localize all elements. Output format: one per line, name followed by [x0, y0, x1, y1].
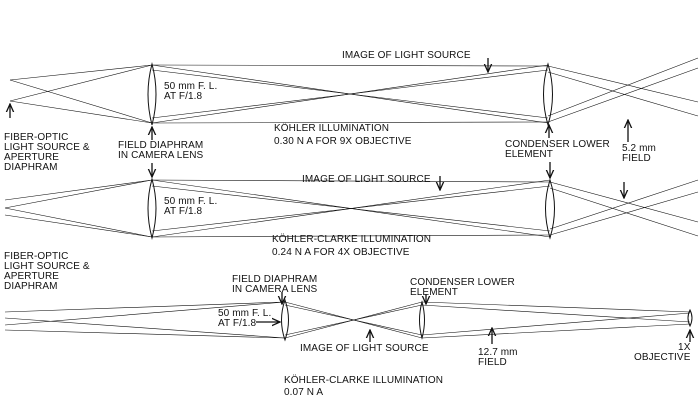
panel-kohler-clarke-1x	[4, 292, 693, 344]
numerical-aperture-label: 0.30 N A FOR 9X OBJECTIVE	[274, 136, 412, 147]
field-size-label: 5.2 mm FIELD	[622, 143, 656, 164]
numerical-aperture-label: 0.24 N A FOR 4X OBJECTIVE	[272, 247, 410, 258]
lens-spec-label: 50 mm F. L. AT F/1.8	[164, 196, 218, 217]
lens-spec-label: 50 mm F. L. AT F/1.8	[164, 81, 218, 102]
objective-label: 1X OBJECTIVE	[634, 342, 691, 363]
ray-bundle	[9, 57, 699, 124]
image-of-light-source-label: IMAGE OF LIGHT SOURCE	[300, 343, 429, 354]
illumination-title: KÖHLER ILLUMINATION	[274, 123, 390, 134]
illumination-title: KÖHLER-CLARKE ILLUMINATION	[272, 234, 432, 245]
image-of-light-source-label: IMAGE OF LIGHT SOURCE	[342, 50, 471, 61]
field-diaphragm-label: FIELD DIAPHRAM IN CAMERA LENS	[232, 274, 318, 295]
objective-lens	[687, 308, 693, 328]
camera-lens	[147, 177, 157, 240]
lens-spec-label: 50 mm F. L. AT F/1.8	[218, 308, 272, 329]
image-of-light-source-label: IMAGE OF LIGHT SOURCE	[302, 174, 431, 185]
condenser-label: CONDENSER LOWER ELEMENT	[410, 277, 515, 298]
condenser-lens	[419, 300, 425, 340]
ray-bundle	[4, 179, 699, 238]
field-size-label: 12.7 mm FIELD	[478, 347, 518, 368]
panel-kohler-clarke-4x	[4, 162, 699, 240]
ray-bundle	[4, 301, 691, 339]
panel-kohler	[9, 57, 699, 142]
condenser-label: CONDENSER LOWER ELEMENT	[505, 139, 610, 160]
numerical-aperture-label: 0.07 N A	[284, 387, 324, 398]
source-label: FIBER-OPTIC LIGHT SOURCE & APERTURE DIAP…	[4, 132, 90, 173]
field-diaphragm-label: FIELD DIAPHRAM IN CAMERA LENS	[118, 140, 204, 161]
camera-lens	[147, 62, 157, 126]
illumination-title: KÖHLER-CLARKE ILLUMINATION	[284, 375, 444, 386]
camera-lens	[281, 298, 289, 342]
source-label: FIBER-OPTIC LIGHT SOURCE & APERTURE DIAP…	[4, 251, 90, 292]
condenser-lens	[545, 178, 555, 240]
